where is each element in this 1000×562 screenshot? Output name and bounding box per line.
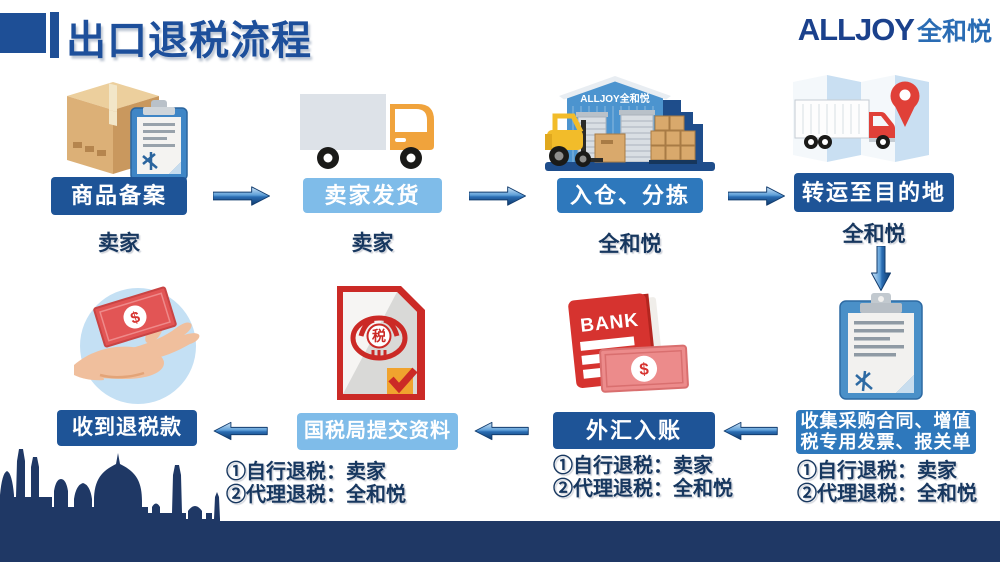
arrow-left-icon-1 bbox=[723, 421, 778, 441]
brand-logo: ALLJOY 全和悦 bbox=[798, 12, 992, 48]
step-label-collect-documents: 收集采购合同、增值税专用发票、报关单 bbox=[796, 410, 976, 454]
step-label-transfer-destination: 转运至目的地 bbox=[794, 173, 954, 212]
svg-text:$: $ bbox=[639, 359, 650, 378]
package-clipboard-icon bbox=[67, 82, 188, 179]
arrow-right-icon-3 bbox=[728, 186, 786, 206]
step-label-receive-refund: 收到退税款 bbox=[57, 410, 197, 446]
bottom-navy-band bbox=[0, 521, 1000, 562]
tax-bureau-document-icon: 税 bbox=[337, 286, 425, 400]
step-owner-seller-2: 卖家 bbox=[351, 232, 394, 255]
page-title: 出口退税流程 bbox=[66, 19, 312, 63]
arrow-down-icon bbox=[871, 246, 891, 291]
brand-logo-cn: 全和悦 bbox=[916, 18, 992, 46]
step-owner-alljoy-4: 全和悦 bbox=[842, 223, 906, 246]
step-owner-alljoy-3: 全和悦 bbox=[598, 233, 662, 256]
bank-passbook-money-icon: BANK $ bbox=[568, 293, 689, 393]
arrow-right-icon-2 bbox=[469, 186, 527, 206]
delivery-truck-icon bbox=[300, 94, 434, 169]
arrow-right-icon-1 bbox=[213, 186, 271, 206]
hand-receiving-money-icon: $ bbox=[74, 286, 200, 404]
title-accent-square bbox=[0, 13, 46, 53]
svg-text:税: 税 bbox=[372, 328, 386, 344]
svg-text:ALLJOY全和悦: ALLJOY全和悦 bbox=[580, 92, 649, 105]
step-label-seller-ship: 卖家发货 bbox=[303, 178, 442, 213]
step-label-forex-received: 外汇入账 bbox=[553, 412, 715, 449]
step-label-product-registration: 商品备案 bbox=[51, 177, 187, 215]
step-label-tax-bureau-submit: 国税局提交资料 bbox=[297, 413, 458, 450]
arrow-left-icon-3 bbox=[213, 421, 268, 441]
step-owner-seller-1: 卖家 bbox=[98, 232, 140, 255]
brand-logo-en: ALLJOY bbox=[797, 12, 915, 47]
arrow-left-icon-2 bbox=[474, 421, 529, 441]
contract-documents-icon bbox=[839, 293, 923, 400]
step-label-warehouse-sorting: 入仓、分拣 bbox=[557, 178, 703, 213]
warehouse-forklift-icon: ALLJOY全和悦 bbox=[545, 76, 715, 171]
map-truck-destination-icon bbox=[793, 75, 929, 162]
title-accent-bar bbox=[50, 12, 59, 58]
